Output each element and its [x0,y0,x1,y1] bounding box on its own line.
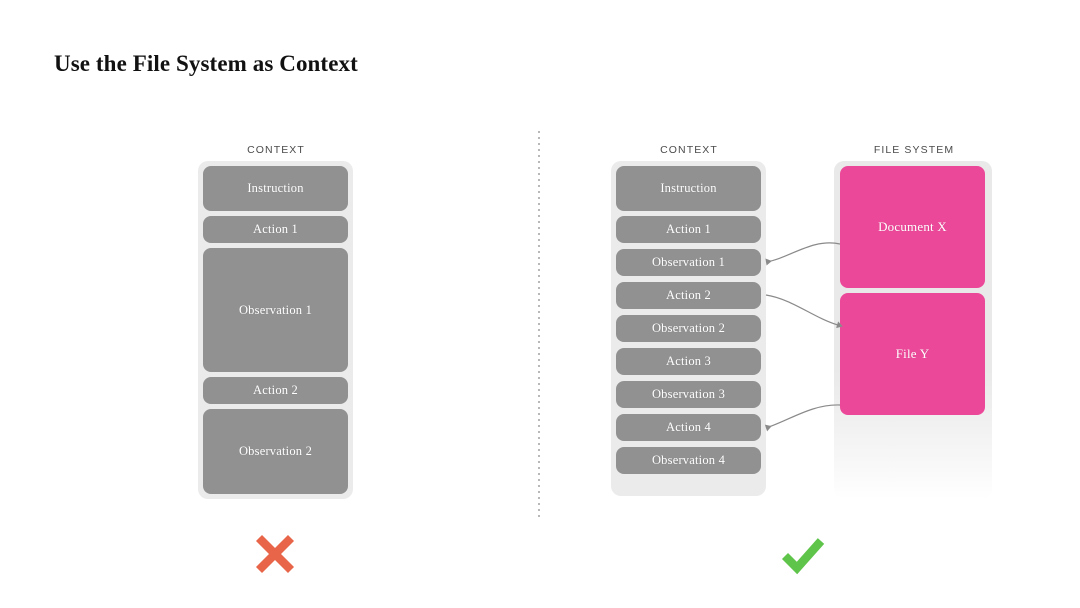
left-box-action-2: Action 2 [203,377,348,404]
connector-documentx-to-observation1 [765,242,841,266]
cross-icon [255,534,295,574]
left-context-header: CONTEXT [247,144,305,156]
left-box-observation-2: Observation 2 [203,409,348,494]
right-box-action-3: Action 3 [616,348,761,375]
right-box-action-2: Action 2 [616,282,761,309]
left-box-observation-1: Observation 1 [203,248,348,372]
file-box-file-y: File Y [840,293,985,415]
right-box-observation-4: Observation 4 [616,447,761,474]
right-box-observation-3: Observation 3 [616,381,761,408]
section-divider [538,131,540,519]
right-box-action-4: Action 4 [616,414,761,441]
page-title: Use the File System as Context [54,51,358,76]
right-box-instruction: Instruction [616,166,761,211]
left-box-action-1: Action 1 [203,216,348,243]
file-system-header: FILE SYSTEM [873,144,955,156]
right-context-header: CONTEXT [660,144,718,156]
file-box-document-x: Document X [840,166,985,288]
check-icon [781,538,825,575]
connector-action2-to-filey [765,294,843,329]
connector-filey-to-action4 [764,404,841,432]
right-box-observation-2: Observation 2 [616,315,761,342]
right-box-action-1: Action 1 [616,216,761,243]
right-box-observation-1: Observation 1 [616,249,761,276]
left-box-instruction: Instruction [203,166,348,211]
